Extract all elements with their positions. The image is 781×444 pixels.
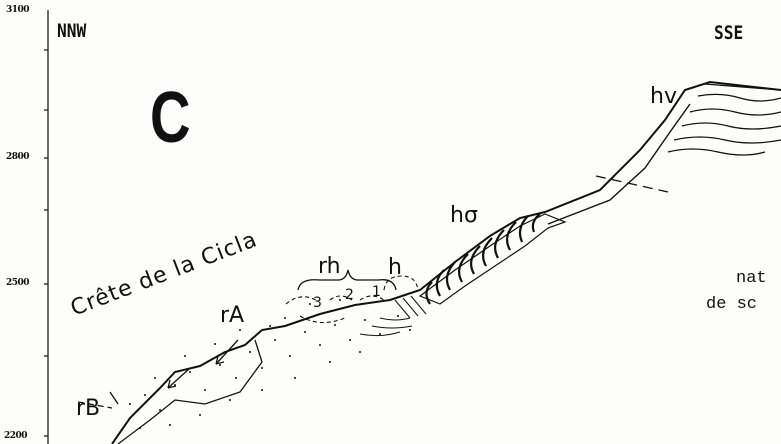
hv-layers <box>668 84 781 155</box>
direction-left: NNW <box>57 22 86 41</box>
label-rh: rh <box>318 256 341 278</box>
tick-label-2800: 2800 <box>6 153 29 162</box>
ho-outline <box>420 214 565 304</box>
layer-1: 1 <box>372 285 381 299</box>
elevation-axis <box>44 10 48 444</box>
ho-folded-layers <box>426 214 540 304</box>
cut-text-line-1: nat <box>736 270 767 287</box>
tick-label-2200: 2200 <box>4 432 27 441</box>
thrust-line <box>548 104 690 224</box>
label-h: h <box>388 257 402 279</box>
cut-text-line-2: de sc <box>706 296 757 313</box>
layer-2: 2 <box>345 288 354 302</box>
direction-right: SSE <box>714 24 743 43</box>
dotted-deposit <box>129 299 411 429</box>
panel-letter: C <box>150 82 191 154</box>
layer-3: 3 <box>313 296 322 310</box>
label-ra: rA <box>220 305 244 327</box>
tick-label-3100: 3100 <box>6 6 29 15</box>
label-rb: rB <box>76 398 100 420</box>
lower-contact <box>118 340 262 444</box>
tick-label-2500: 2500 <box>6 279 29 288</box>
label-ho: hσ <box>450 205 478 227</box>
label-hv: hv <box>650 86 677 108</box>
